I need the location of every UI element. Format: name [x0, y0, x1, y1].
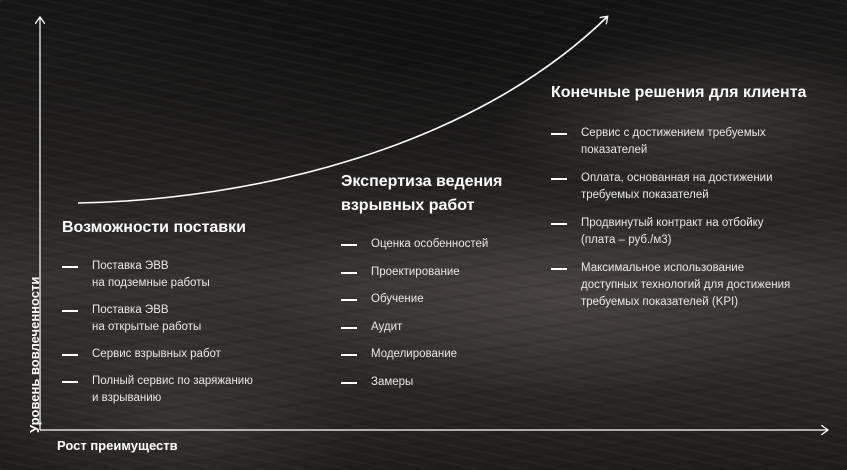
column-title: Экспертиза ведения взрывных работ [341, 173, 503, 214]
dash-icon [341, 326, 357, 329]
item-list: Оценка особенностей Проектирование Обуче… [341, 236, 541, 391]
list-item: Замеры [341, 374, 541, 391]
dash-icon [551, 178, 567, 180]
dash-icon [62, 310, 78, 312]
column-title: Возможности поставки [62, 219, 246, 236]
y-axis-label: Уровень вовлеченности [27, 276, 42, 433]
list-item: Проектирование [341, 264, 541, 281]
dash-icon [341, 354, 357, 356]
dash-icon [341, 381, 357, 384]
growth-curve [77, 17, 607, 204]
dash-icon [551, 268, 567, 270]
dash-icon [62, 381, 78, 383]
column-title: Конечные решения для клиента [551, 84, 807, 101]
list-item: Оплата, основанная на достижении требуем… [551, 170, 821, 204]
column-blasting-expertise: Экспертиза ведения взрывных работ Оценка… [341, 170, 541, 401]
column-supply-capabilities: Возможности поставки Поставка ЭВВ на под… [62, 216, 302, 417]
dash-icon [341, 271, 357, 274]
list-item: Сервис взрывных работ [62, 346, 302, 363]
dash-icon [551, 223, 567, 225]
list-item: Поставка ЭВВ на подземные работы [62, 258, 302, 292]
item-list: Поставка ЭВВ на подземные работы Поставк… [62, 258, 302, 407]
list-item: Моделирование [341, 346, 541, 363]
column-client-solutions: Конечные решения для клиента Сервис с до… [551, 81, 821, 322]
list-item: Сервис с достижением требуемых показател… [551, 125, 821, 159]
item-list: Сервис с достижением требуемых показател… [551, 125, 821, 311]
list-item: Максимальное использование доступных тех… [551, 260, 821, 311]
dash-icon [341, 299, 357, 301]
list-item: Полный сервис по заряжанию и взрыванию [62, 373, 302, 407]
list-item: Оценка особенностей [341, 236, 541, 253]
list-item: Продвинутый контракт на отбойку (плата –… [551, 215, 821, 249]
dash-icon [62, 266, 78, 268]
list-item: Аудит [341, 319, 541, 336]
x-axis-label: Рост преимуществ [57, 438, 178, 453]
dash-icon [341, 244, 357, 246]
dash-icon [62, 354, 78, 356]
dash-icon [551, 133, 567, 135]
list-item: Поставка ЭВВ на открытые работы [62, 302, 302, 336]
list-item: Обучение [341, 291, 541, 308]
